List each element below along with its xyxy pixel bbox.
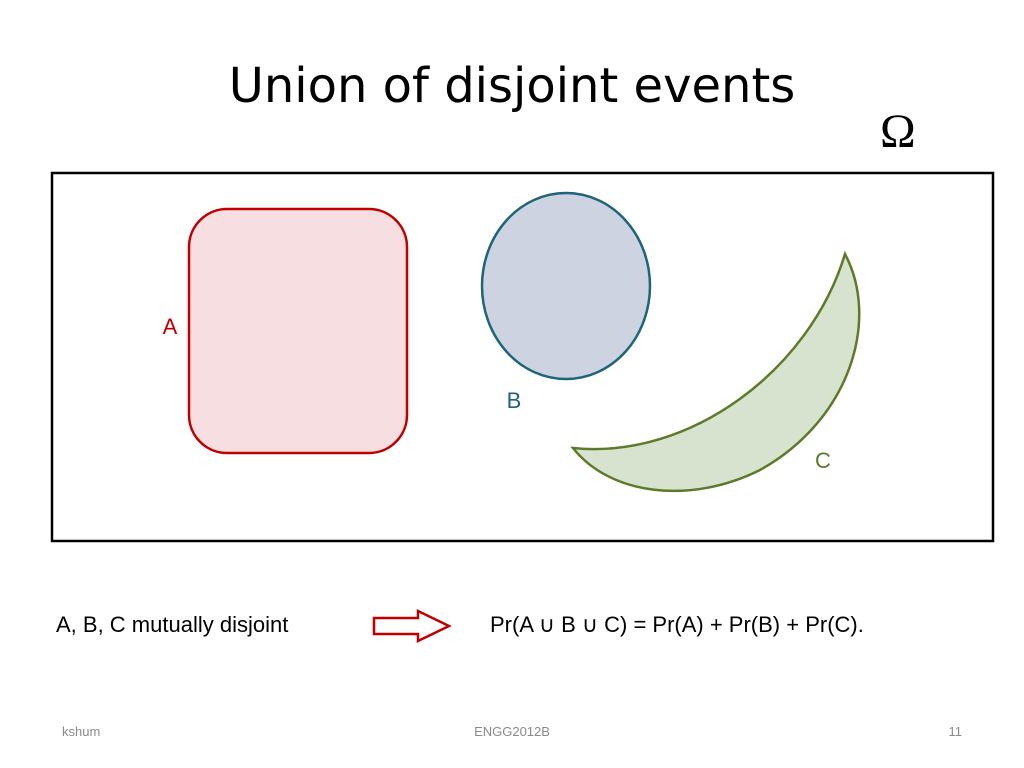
slide-title: Union of disjoint events: [228, 58, 796, 114]
footer-page-number: 11: [948, 724, 963, 739]
implies-arrow-icon: [372, 609, 452, 643]
event-c-label: C: [815, 448, 831, 473]
footer-author: kshum: [62, 724, 101, 739]
disjoint-statement: A, B, C mutually disjoint: [56, 612, 289, 637]
sample-space-box: [50, 171, 995, 543]
event-b-label: B: [507, 388, 522, 413]
event-a-shape: [187, 207, 409, 455]
event-b-shape: [480, 191, 652, 381]
sample-space-omega-label: Ω: [880, 105, 916, 158]
event-c-crescent-shape: [570, 250, 861, 493]
probability-formula: Pr(A ∪ B ∪ C) = Pr(A) + Pr(B) + Pr(C).: [490, 612, 864, 637]
footer-course: ENGG2012B: [474, 724, 550, 739]
event-a-label: A: [163, 314, 178, 339]
